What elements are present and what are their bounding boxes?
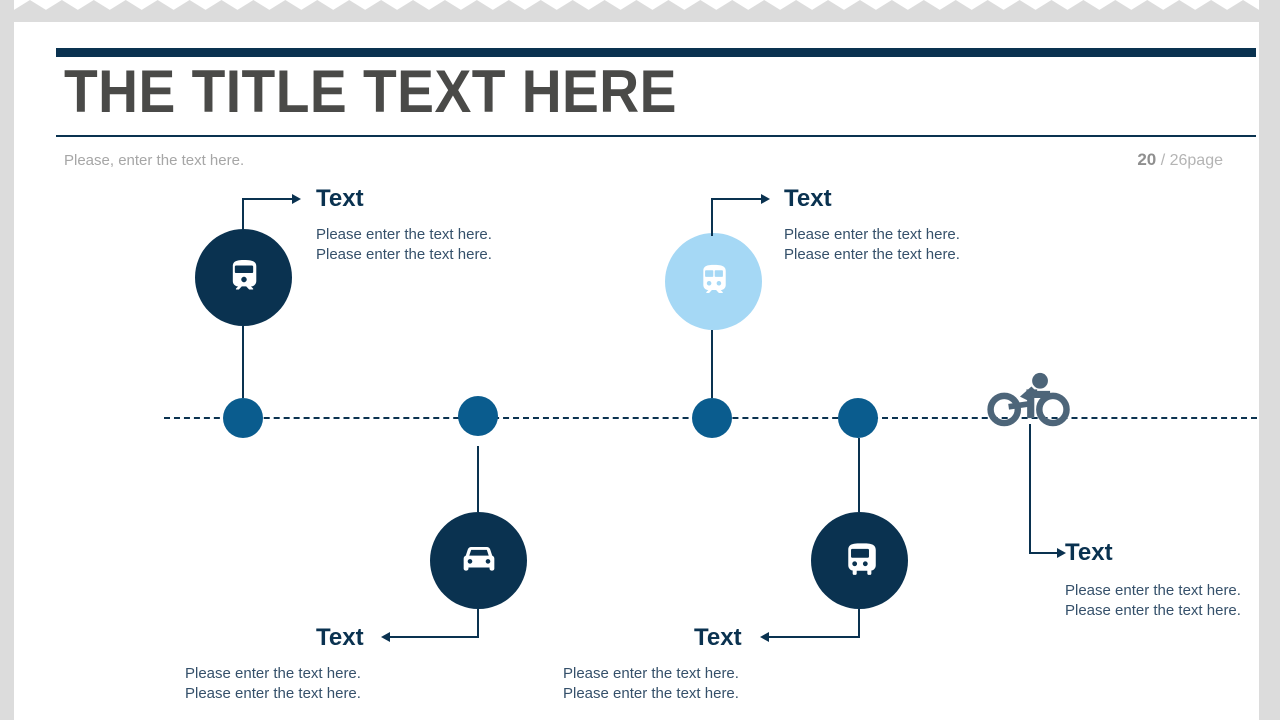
bicycle-icon (987, 372, 1070, 427)
title-accent-bar (56, 48, 1256, 57)
car-icon (463, 546, 494, 571)
metro-body-line-1: Please enter the text here. (784, 226, 960, 243)
bicycle-connector-horizontal (1029, 552, 1057, 554)
car-body-line-1: Please enter the text here. (185, 665, 361, 682)
bus-body-line-1: Please enter the text here. (563, 665, 739, 682)
page-indicator: 20 / 26page (1137, 150, 1223, 170)
train-connector-arrowhead (292, 194, 301, 204)
bus-stem (858, 438, 860, 512)
train-stem (242, 326, 244, 398)
page-separator: / (1160, 152, 1166, 169)
bicycle-connector-arrowhead (1057, 548, 1066, 558)
train-circle[interactable] (195, 229, 292, 326)
timeline-dot-3[interactable] (692, 398, 732, 438)
car-stem (477, 446, 479, 512)
car-label: Text (316, 624, 364, 651)
slide-sawtooth-top-edge (14, 0, 1259, 22)
bicycle-connector-vertical (1029, 424, 1031, 554)
bus-connector-arrowhead (760, 632, 769, 642)
metro-connector-vertical (711, 198, 713, 236)
bicycle-circle[interactable] (987, 355, 1073, 441)
train-body-line-2: Please enter the text here. (316, 245, 492, 263)
metro-connector-arrowhead (761, 194, 770, 204)
bus-connector-horizontal (769, 636, 860, 638)
train-body-line-1: Please enter the text here. (316, 226, 492, 243)
bus-body-text: Please enter the text here. Please enter… (563, 664, 739, 703)
bicycle-label: Text (1065, 539, 1113, 566)
car-connector-vertical (477, 609, 479, 637)
title-divider-rule (56, 135, 1256, 137)
train-body-text: Please enter the text here. Please enter… (316, 225, 492, 264)
metro-circle[interactable] (665, 233, 762, 330)
bicycle-body-line-1: Please enter the text here. (1065, 582, 1241, 599)
timeline-dot-2[interactable] (458, 396, 498, 436)
car-body-text: Please enter the text here. Please enter… (185, 664, 361, 703)
train-connector-vertical (242, 198, 244, 232)
metro-icon (702, 264, 726, 293)
metro-body-text: Please enter the text here. Please enter… (784, 225, 960, 264)
bus-connector-vertical (858, 609, 860, 637)
bicycle-body-text: Please enter the text here. Please enter… (1065, 581, 1241, 620)
page-current: 20 (1137, 150, 1157, 169)
car-body-line-2: Please enter the text here. (185, 684, 361, 702)
bicycle-body-line-2: Please enter the text here. (1065, 601, 1241, 619)
metro-label: Text (784, 185, 832, 212)
train-connector-horizontal (242, 198, 292, 200)
slide-canvas: THE TITLE TEXT HERE Please, enter the te… (14, 0, 1259, 720)
metro-stem (711, 330, 713, 398)
page-title: THE TITLE TEXT HERE (64, 58, 677, 125)
bus-label: Text (694, 624, 742, 651)
train-icon (232, 259, 256, 290)
metro-body-line-2: Please enter the text here. (784, 245, 960, 263)
bus-body-line-2: Please enter the text here. (563, 684, 739, 702)
car-connector-horizontal (390, 636, 479, 638)
subtitle-text: Please, enter the text here. (64, 152, 245, 169)
timeline-dot-1[interactable] (223, 398, 263, 438)
train-label: Text (316, 185, 364, 212)
bus-circle[interactable] (811, 512, 908, 609)
bus-icon (847, 542, 876, 575)
timeline-dot-4[interactable] (838, 398, 878, 438)
metro-connector-horizontal (711, 198, 761, 200)
car-circle[interactable] (430, 512, 527, 609)
car-connector-arrowhead (381, 632, 390, 642)
page-total: 26page (1169, 152, 1223, 169)
